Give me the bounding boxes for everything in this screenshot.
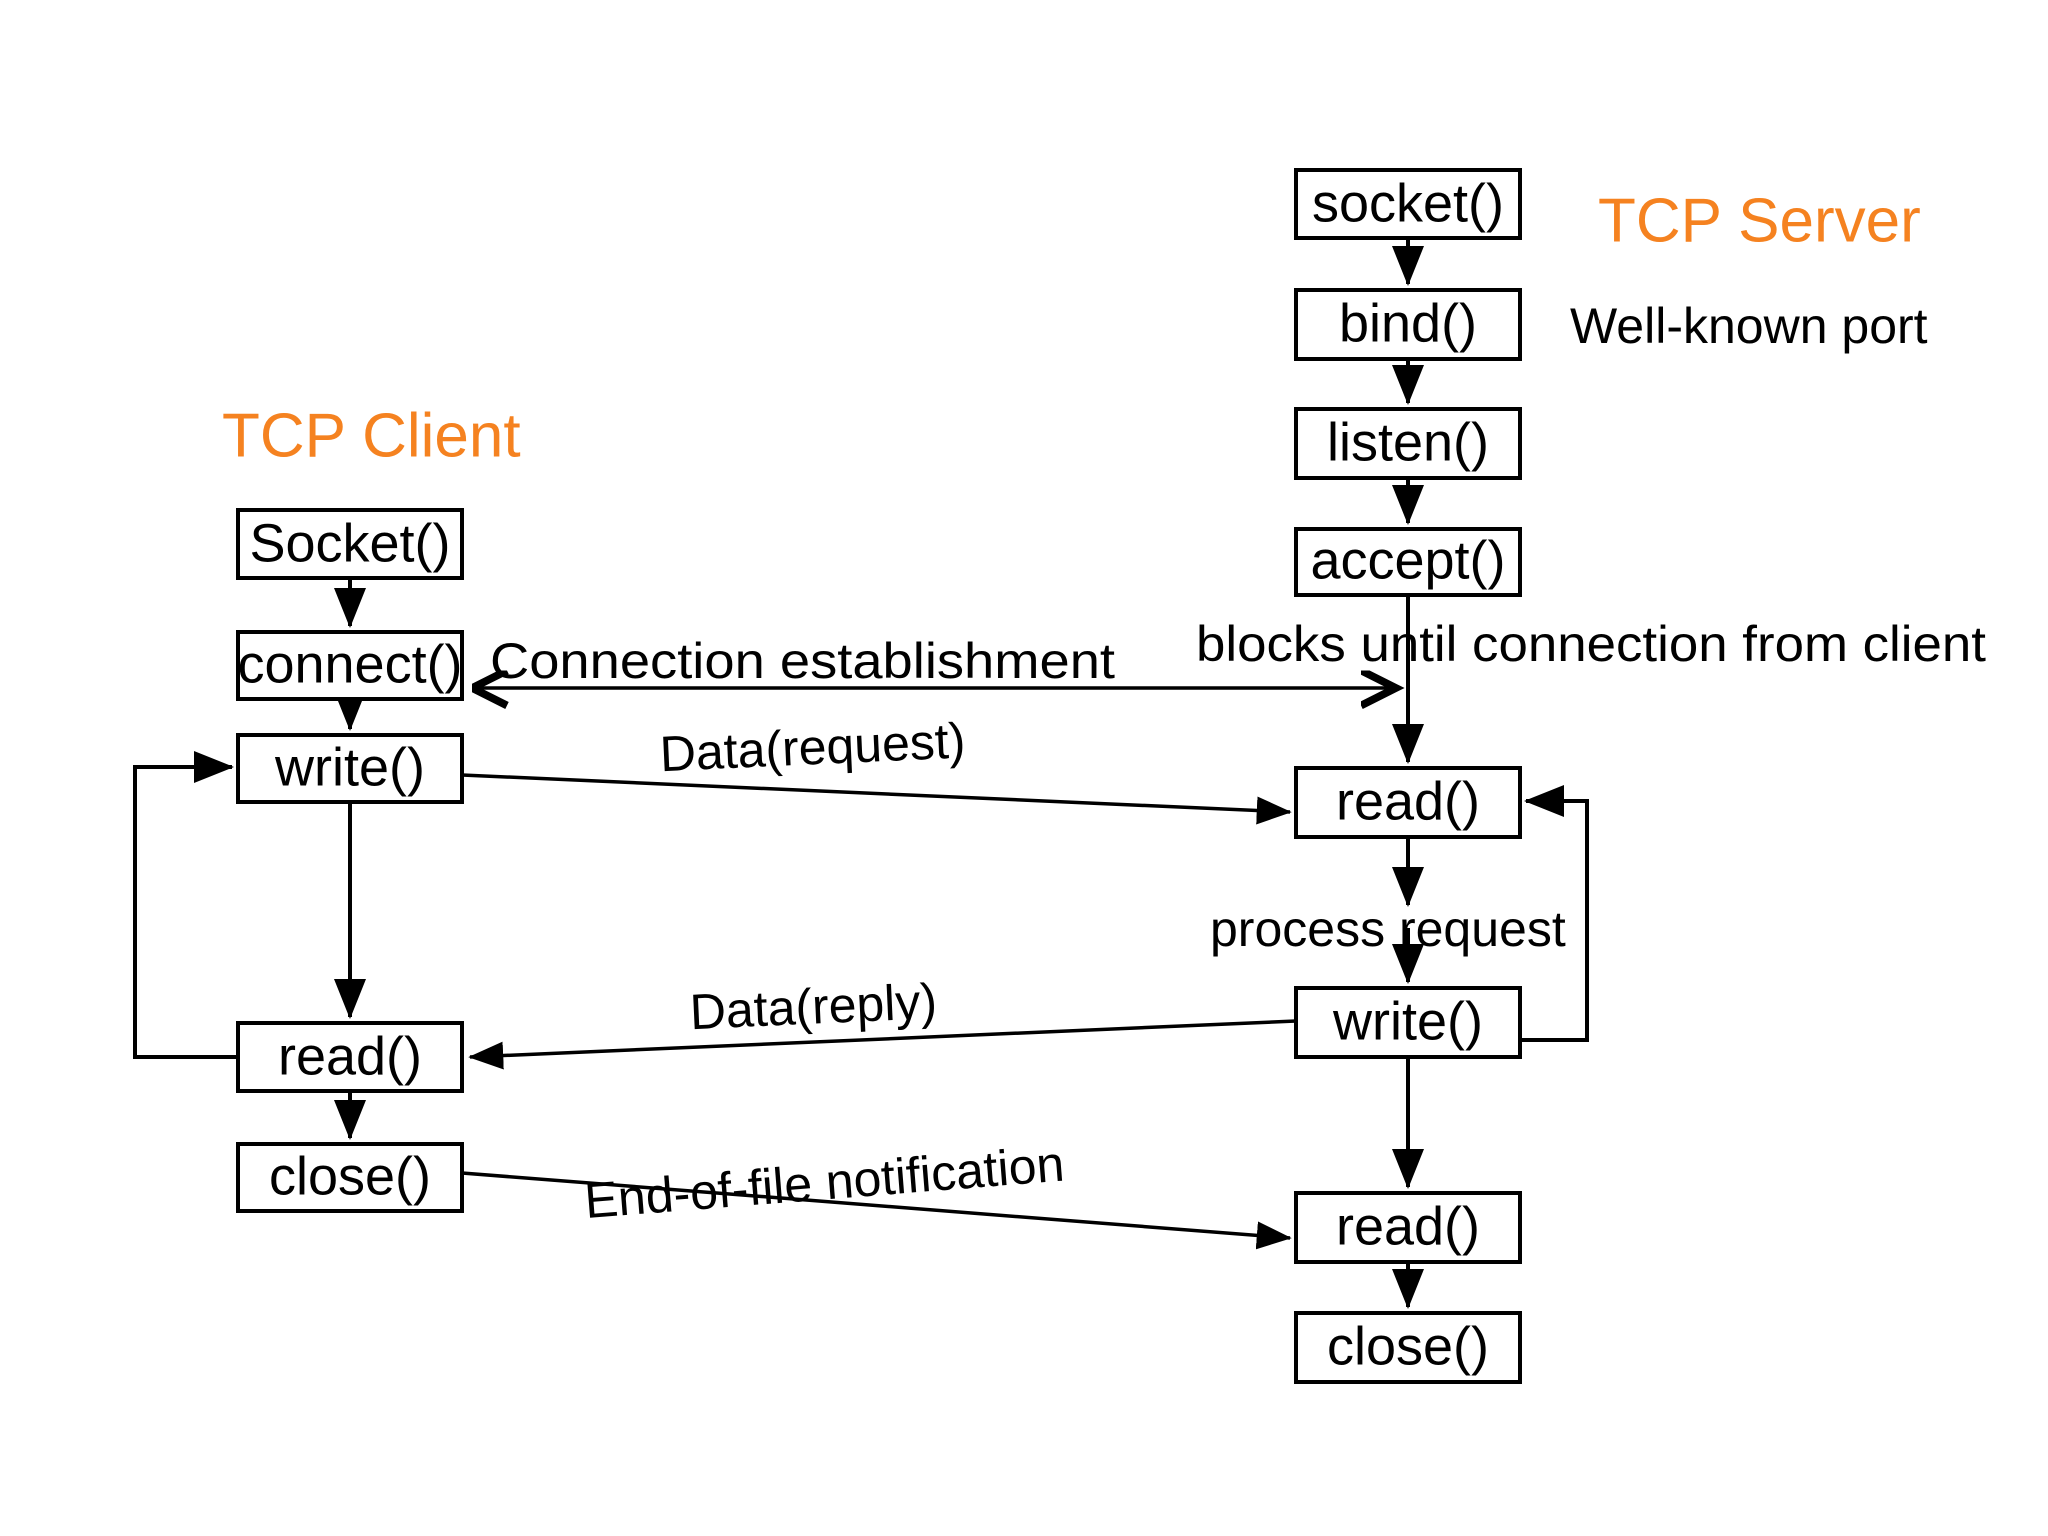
client-step-socket-rect	[236, 508, 464, 580]
server-step-read[interactable]: read()	[1294, 766, 1522, 839]
server-step-read-2-rect	[1294, 1191, 1522, 1264]
annotation-data-reply: Data(reply)	[689, 973, 939, 1040]
server-boxes: socket() bind() listen() accept() read()…	[1294, 168, 1522, 1384]
link-data-request	[461, 773, 1292, 825]
link-eof-notification	[461, 1171, 1292, 1250]
server-step-listen[interactable]: listen()	[1294, 407, 1522, 480]
server-flow-connectors	[1392, 238, 1589, 1309]
annotation-blocks-until-connection: blocks until connection from client	[1196, 616, 1986, 672]
client-boxes: Socket() connect() write() read() close(…	[236, 508, 464, 1213]
server-step-accept[interactable]: accept()	[1294, 527, 1522, 597]
client-step-socket-label: Socket()	[249, 513, 450, 573]
connector-client-loop-read-to-write	[133, 751, 238, 1059]
annotation-process-request: process request	[1210, 901, 1566, 957]
client-step-close[interactable]: close()	[236, 1142, 464, 1213]
server-step-read-rect	[1294, 766, 1522, 839]
server-step-write[interactable]: write()	[1294, 986, 1522, 1059]
server-step-socket[interactable]: socket()	[1294, 168, 1522, 240]
client-step-connect-label: connect()	[237, 634, 462, 694]
server-step-read-2[interactable]: read()	[1294, 1191, 1522, 1264]
client-step-close-rect	[236, 1142, 464, 1213]
annotation-data-request: Data(request)	[659, 712, 967, 782]
tcp-client-title: TCP Client	[222, 401, 521, 470]
server-step-write-rect	[1294, 986, 1522, 1059]
client-step-write[interactable]: write()	[236, 733, 464, 804]
connector-server-loop-write-to-read	[1520, 785, 1589, 1042]
link-data-reply	[468, 1019, 1297, 1070]
server-step-read-label: read()	[1336, 771, 1480, 831]
server-step-accept-rect	[1294, 527, 1522, 597]
client-flow-connectors	[133, 578, 366, 1140]
tcp-server-title: TCP Server	[1598, 186, 1921, 255]
client-step-read[interactable]: read()	[236, 1021, 464, 1093]
server-step-write-label: write()	[1332, 991, 1483, 1051]
client-step-write-label: write()	[274, 737, 425, 797]
annotation-connection-establishment: Connection establishment	[490, 633, 1115, 689]
client-step-close-label: close()	[269, 1146, 431, 1206]
server-step-read-2-label: read()	[1336, 1196, 1480, 1256]
server-step-socket-rect	[1294, 168, 1522, 240]
client-step-write-rect	[236, 733, 464, 804]
server-step-listen-label: listen()	[1327, 412, 1489, 472]
client-step-connect-rect	[236, 630, 464, 701]
server-step-socket-label: socket()	[1312, 173, 1504, 233]
server-step-accept-label: accept()	[1310, 530, 1505, 590]
annotation-well-known-port: Well-known port	[1570, 298, 1928, 354]
server-step-close-rect	[1294, 1311, 1522, 1384]
cross-links	[461, 688, 1396, 1250]
server-step-bind-label: bind()	[1339, 293, 1477, 353]
server-step-close-label: close()	[1327, 1316, 1489, 1376]
client-step-read-label: read()	[278, 1026, 422, 1086]
server-step-bind-rect	[1294, 288, 1522, 361]
client-step-connect[interactable]: connect()	[236, 630, 464, 701]
client-step-socket[interactable]: Socket()	[236, 508, 464, 580]
server-step-bind[interactable]: bind()	[1294, 288, 1522, 361]
client-step-read-rect	[236, 1021, 464, 1093]
server-step-listen-rect	[1294, 407, 1522, 480]
server-step-close[interactable]: close()	[1294, 1311, 1522, 1384]
